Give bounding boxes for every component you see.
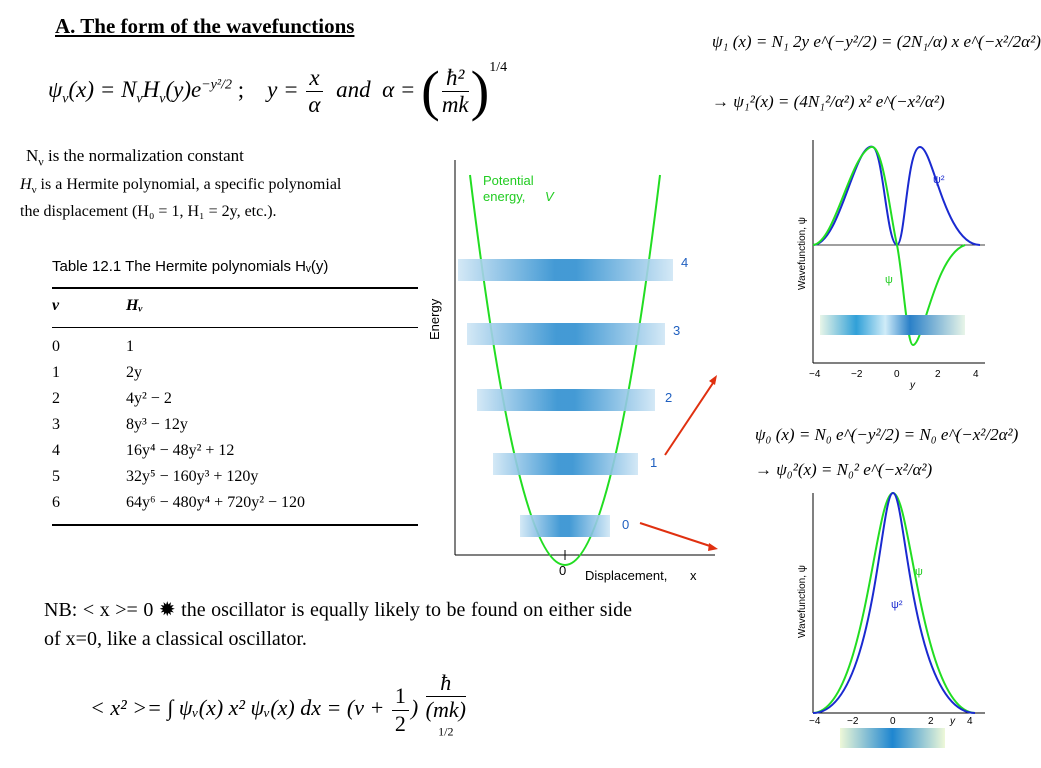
level-3-band <box>467 323 665 345</box>
psi1-tick: 2 <box>935 369 941 380</box>
potential-energy-diagram: Potential energy, V Energy 0 Displacemen… <box>427 160 718 583</box>
psi0-tick: −2 <box>847 716 859 727</box>
potential-label-v: V <box>545 189 555 204</box>
arrow-level1 <box>664 379 716 456</box>
level-1-band <box>493 453 638 475</box>
psi1-squared-curve <box>812 145 981 247</box>
psi1-tick: 4 <box>973 369 979 380</box>
energy-axis-label: Energy <box>427 298 442 340</box>
psi0-label: ψ <box>915 566 923 578</box>
psi0-squared-equation: → ψ₀²(x) = N₀² e^(−x²/α²) <box>755 460 933 479</box>
level-2-label: 2 <box>665 390 672 405</box>
psi0-density-band <box>840 728 945 748</box>
level-4-label: 4 <box>681 255 688 270</box>
level-0-label: 0 <box>622 517 629 532</box>
potential-label: Potential <box>483 173 534 188</box>
psi0-squared-curve <box>812 491 976 714</box>
psi0-equation: ψ₀ (x) = N₀ e^(−y²/2) = N₀ e^(−x²/2α²) <box>755 425 1019 444</box>
level-1-label: 1 <box>650 455 657 470</box>
x-origin-label: 0 <box>559 563 566 578</box>
psi1-squared-label: ψ² <box>933 174 945 186</box>
arrow-level0 <box>639 522 714 548</box>
nb-note: NB: < x >= 0 ✹ the oscillator is equally… <box>44 599 632 650</box>
level-2-band <box>477 389 655 411</box>
psi0-tick: 2 <box>928 716 934 727</box>
level-0-band <box>520 515 610 537</box>
potential-curve <box>469 174 661 566</box>
psi1-tick: −4 <box>809 369 821 380</box>
psi1-squared-equation: → ψ₁²(x) = (4N₁²/α²) x² e^(−x²/α²) <box>712 92 945 111</box>
level-4-band <box>458 259 673 281</box>
psi0-xlabel: y <box>949 716 956 727</box>
psi1-xlabel: y <box>909 380 916 391</box>
psi0-tick: 4 <box>967 716 973 727</box>
page-title: A. The form of the wavefunctions <box>55 14 355 38</box>
displacement-axis-var: x <box>690 568 697 583</box>
psi1-tick: 0 <box>894 369 900 380</box>
psi1-tick: −2 <box>851 369 863 380</box>
displacement-axis-label: Displacement, <box>585 568 667 583</box>
psi0-squared-label: ψ² <box>891 599 903 611</box>
psi0-plot: ψ ψ² Wavefunction, ψ −4 −2 0 2 y 4 <box>797 491 985 748</box>
psi1-density-band <box>820 315 965 335</box>
psi1-label: ψ <box>885 274 893 286</box>
psi0-tick: −4 <box>809 716 821 727</box>
hermite-table: Table 12.1 The Hermite polynomials Hᵥ(y)… <box>52 258 418 526</box>
potential-label-2: energy, <box>483 189 525 204</box>
psi0-ylabel: Wavefunction, ψ <box>797 565 808 638</box>
hermite-note: Hν is a Hermite polynomial, a specific p… <box>20 176 342 221</box>
psi1-ylabel: Wavefunction, ψ <box>797 217 808 290</box>
psi1-equation: ψ₁ (x) = N₁ 2y e^(−y²/2) = (2N₁/α) x e^(… <box>712 32 1041 51</box>
psi1-plot: ψ² ψ Wavefunction, ψ −4 −2 0 2 4 y <box>797 140 985 391</box>
level-3-label: 3 <box>673 323 680 338</box>
normalization-note: Nν is the normalization constant <box>26 146 244 169</box>
psi0-tick: 0 <box>890 716 896 727</box>
table-caption: Table 12.1 The Hermite polynomials Hᵥ(y) <box>52 258 329 275</box>
